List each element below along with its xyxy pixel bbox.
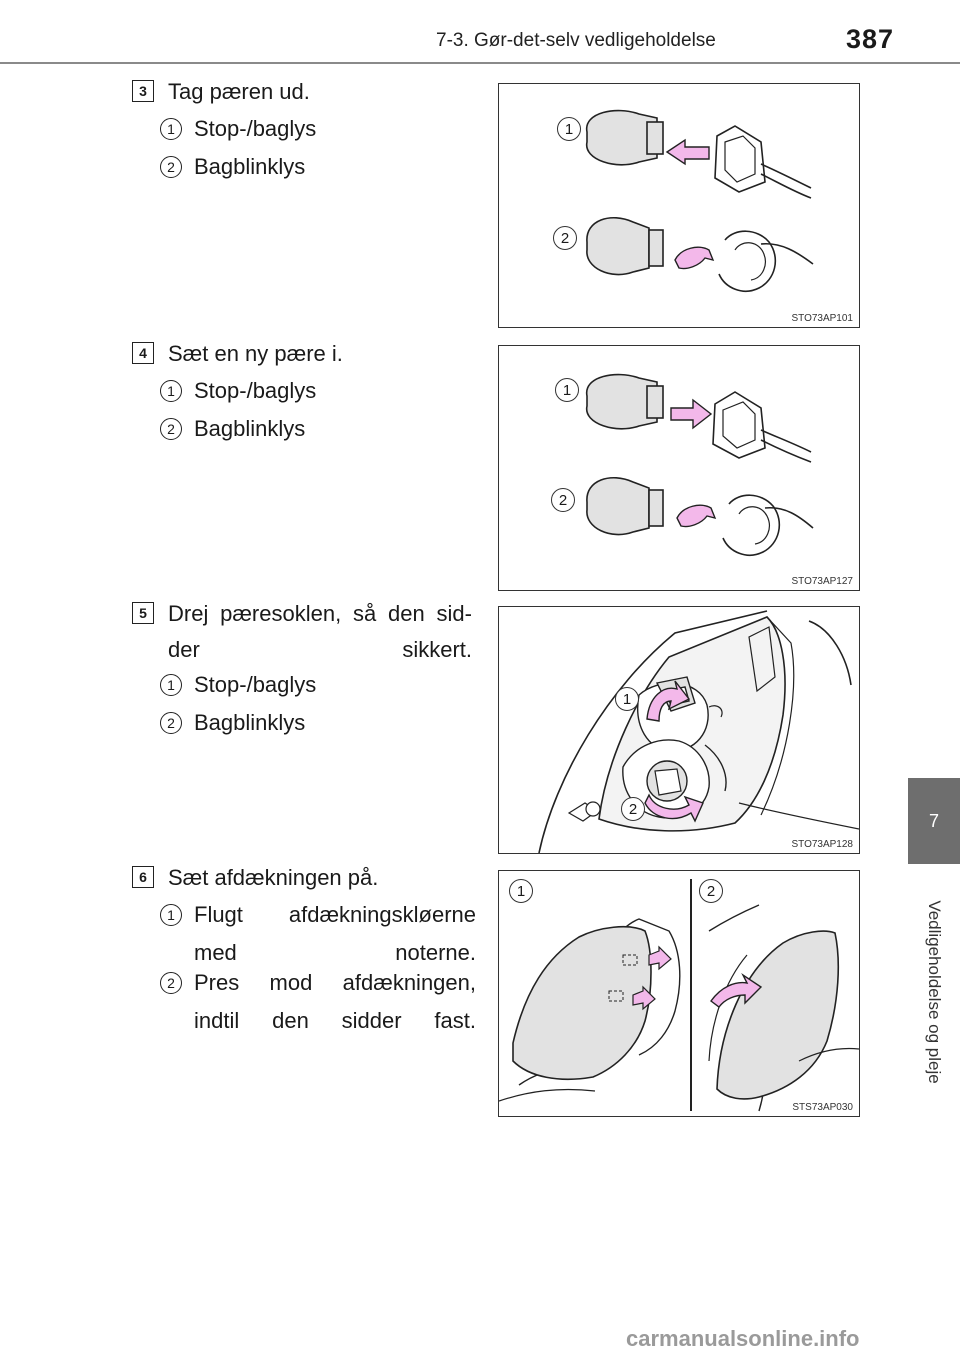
sub-item-text: Stop-/baglys xyxy=(194,378,317,403)
chapter-label: Vedligeholdelse og pleje xyxy=(925,900,944,1084)
figure-callout: 2 xyxy=(699,879,723,903)
figure-callout: 2 xyxy=(553,226,577,250)
step-instruction: Tag pæren ud. xyxy=(168,79,310,104)
sub-item-text: Pres mod afdækningen, indtil den sidder … xyxy=(194,970,476,1033)
figure-code: STO73AP127 xyxy=(791,576,853,587)
figure-callout: 1 xyxy=(555,378,579,402)
step-number: 3 xyxy=(132,80,154,102)
figure-code: STO73AP128 xyxy=(791,839,853,850)
figure-callout: 2 xyxy=(551,488,575,512)
socket-turn-illustration: 1 2 STO73AP128 xyxy=(498,606,860,854)
sub-item-text: Stop-/baglys xyxy=(194,672,317,697)
step-number: 6 xyxy=(132,866,154,888)
bulb-install-illustration: 1 2 STO73AP127 xyxy=(498,345,860,591)
sub-item-marker: 1 xyxy=(160,674,182,696)
sub-item-marker: 2 xyxy=(160,418,182,440)
sub-item-text: Bagblinklys xyxy=(194,416,306,441)
cover-install-illustration: 1 2 STS73AP030 xyxy=(498,870,860,1117)
wedge-bulb-icon xyxy=(586,109,664,166)
single-bulb-icon xyxy=(586,477,664,536)
sub-item-marker: 1 xyxy=(160,118,182,140)
page-number: 387 xyxy=(846,24,895,54)
step-instruction: Drej pæresoklen, så den sid-der sikkert. xyxy=(168,601,472,662)
sub-item-marker: 2 xyxy=(160,156,182,178)
cover-icon xyxy=(716,930,840,1100)
sub-item-text: Bagblinklys xyxy=(194,710,306,735)
chapter-tab[interactable]: 7 xyxy=(908,778,960,864)
figure-code: STO73AP101 xyxy=(791,313,853,324)
figure-callout: 1 xyxy=(509,879,533,903)
watermark: carmanualsonline.info xyxy=(626,1326,860,1351)
sub-item-marker: 2 xyxy=(160,972,182,994)
step-number: 4 xyxy=(132,342,154,364)
figure-callout: 1 xyxy=(615,687,639,711)
step-instruction: Sæt en ny pære i. xyxy=(168,341,343,366)
wedge-bulb-icon xyxy=(586,373,664,430)
section-title: 7-3. Gør-det-selv vedligeholdelse xyxy=(436,30,716,51)
sub-item-marker: 2 xyxy=(160,712,182,734)
step-instruction: Sæt afdækningen på. xyxy=(168,865,379,890)
step-number: 5 xyxy=(132,602,154,624)
header-divider xyxy=(0,62,960,64)
figure-callout: 1 xyxy=(557,117,581,141)
chapter-number: 7 xyxy=(928,810,939,831)
figure-callout: 2 xyxy=(621,797,645,821)
figure-code: STS73AP030 xyxy=(792,1102,853,1113)
sub-item-marker: 1 xyxy=(160,380,182,402)
sub-item-text: Stop-/baglys xyxy=(194,116,317,141)
cover-icon xyxy=(512,925,652,1081)
sub-item-marker: 1 xyxy=(160,904,182,926)
single-bulb-icon xyxy=(586,217,664,276)
bulb-removal-illustration: 1 2 STO73AP101 xyxy=(498,83,860,328)
sub-item-text: Bagblinklys xyxy=(194,154,306,179)
sub-item-text: Flugt afdækningskløerne med noterne. xyxy=(194,902,476,965)
